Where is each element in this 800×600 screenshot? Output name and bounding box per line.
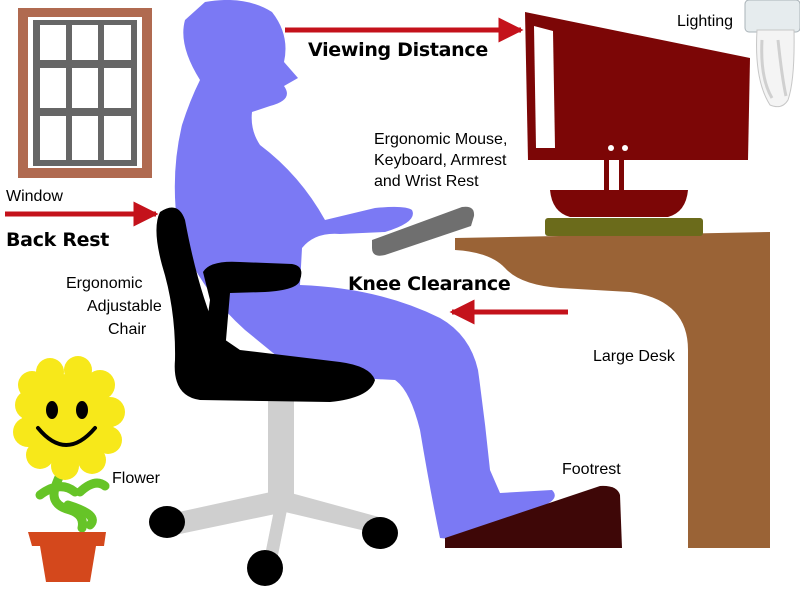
knee-clearance-label: Knee Clearance: [348, 273, 511, 295]
ergonomic-chair: [156, 207, 375, 402]
window-illustration: [18, 8, 152, 178]
large-desk: [455, 232, 770, 548]
chair-label-line3: Chair: [108, 321, 147, 338]
chair-base: [149, 390, 398, 586]
large-desk-label: Large Desk: [593, 348, 675, 365]
chair-label-line2: Adjustable: [87, 298, 162, 315]
monitor-stand: [550, 190, 688, 217]
monitor: [525, 12, 750, 160]
footrest-label: Footrest: [562, 461, 621, 478]
lighting-bulb: [744, 0, 800, 108]
back-rest-label: Back Rest: [6, 229, 110, 251]
peripherals-label: Ergonomic Mouse, Keyboard, Armrest and W…: [374, 131, 508, 190]
lighting-label: Lighting: [677, 13, 734, 30]
viewing-distance-label: Viewing Distance: [308, 39, 488, 61]
keyboard-tray: [545, 218, 703, 236]
seated-person: [174, 0, 555, 540]
flower-label: Flower: [112, 470, 161, 487]
window-label: Window: [6, 188, 63, 205]
chair-label-line1: Ergonomic: [66, 275, 143, 292]
keyboard-mouse: [372, 206, 475, 256]
footrest: [445, 485, 622, 548]
flower-illustration: [13, 356, 125, 582]
